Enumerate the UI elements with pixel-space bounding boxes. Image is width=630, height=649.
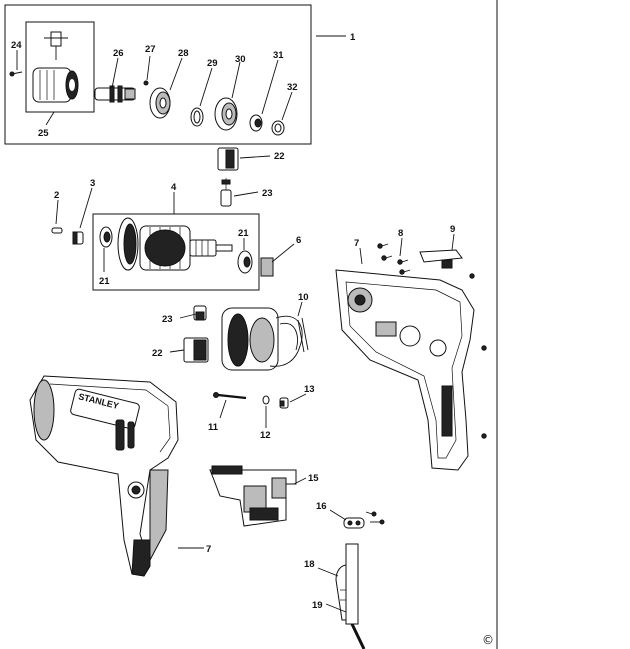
- label-plate-part: [419, 249, 463, 269]
- long-screw-part: [213, 392, 247, 400]
- label-part-11: 11: [208, 422, 219, 433]
- label-part-4: 4: [171, 182, 177, 193]
- label-part-22-lower: 22: [152, 348, 163, 359]
- label-part-23-upper: 23: [262, 188, 273, 199]
- pin-part: [51, 227, 63, 234]
- switch-part: [209, 465, 297, 527]
- stator-part: [221, 307, 309, 371]
- armature-part: [99, 217, 233, 271]
- label-part-2: 2: [54, 190, 59, 201]
- label-part-23-lower: 23: [162, 314, 173, 325]
- gear-part: [214, 97, 238, 131]
- label-part-12: 12: [260, 430, 271, 441]
- cable-clamp-part: [343, 511, 385, 529]
- group-box-chuck-inner: [25, 21, 95, 113]
- label-part-25: 25: [38, 128, 49, 139]
- label-part-3: 3: [90, 178, 95, 189]
- circlip-part: [190, 107, 204, 127]
- label-part-8: 8: [398, 228, 403, 239]
- housing-screws-part: [377, 243, 487, 439]
- housing-half-right-part: [335, 269, 475, 471]
- label-part-19: 19: [312, 600, 323, 611]
- brush-holder-part-upper: [217, 147, 239, 171]
- spacer-part: [72, 231, 84, 245]
- armature-bearing-part: [237, 250, 253, 274]
- chuck-body-part: [32, 67, 79, 103]
- label-part-28: 28: [178, 48, 189, 59]
- spindle-part: [94, 85, 136, 103]
- label-part-15: 15: [308, 473, 319, 484]
- chuck-screw-part: [9, 71, 23, 77]
- nut-part: [279, 397, 289, 409]
- label-part-26: 26: [113, 48, 124, 59]
- group-box-armature: [92, 213, 260, 291]
- washer-small-part: [262, 395, 270, 405]
- washer-part: [271, 120, 285, 136]
- assembled-drill-housing: [29, 375, 179, 577]
- label-part-22-upper: 22: [274, 151, 285, 162]
- label-part-30: 30: [235, 54, 246, 65]
- brush-holder-part-lower: [183, 337, 209, 363]
- group-box-chuck: [4, 4, 312, 145]
- label-part-7-right: 7: [354, 238, 359, 249]
- label-part-31: 31: [273, 50, 284, 61]
- baffle-part: [260, 257, 274, 277]
- label-part-13: 13: [304, 384, 315, 395]
- label-part-32: 32: [287, 82, 298, 93]
- label-part-24: 24: [11, 40, 22, 51]
- label-part-9: 9: [450, 224, 455, 235]
- chuck-key-part: [44, 31, 68, 60]
- label-part-29: 29: [207, 58, 218, 69]
- label-part-1: 1: [350, 32, 356, 43]
- label-part-6: 6: [296, 235, 301, 246]
- carbon-brush-part-lower: [193, 305, 207, 321]
- label-part-21-left: 21: [99, 276, 110, 287]
- copyright-symbol: ©: [482, 633, 494, 647]
- part-labels: 1 24 25 26 27 28 29 30 31 32 22 23 2 3 4…: [11, 32, 455, 611]
- power-cable-part: [345, 543, 366, 649]
- label-part-10: 10: [298, 292, 309, 303]
- leader-lines: [16, 35, 455, 613]
- bearing-part: [149, 87, 171, 119]
- carbon-brush-part-upper: [220, 178, 232, 207]
- small-bearing-part: [249, 114, 263, 132]
- label-part-7-left: 7: [206, 544, 211, 555]
- label-part-21-right: 21: [238, 228, 249, 239]
- ball-part: [143, 80, 149, 86]
- label-part-16: 16: [316, 501, 327, 512]
- label-part-27: 27: [145, 44, 156, 55]
- label-part-18: 18: [304, 559, 315, 570]
